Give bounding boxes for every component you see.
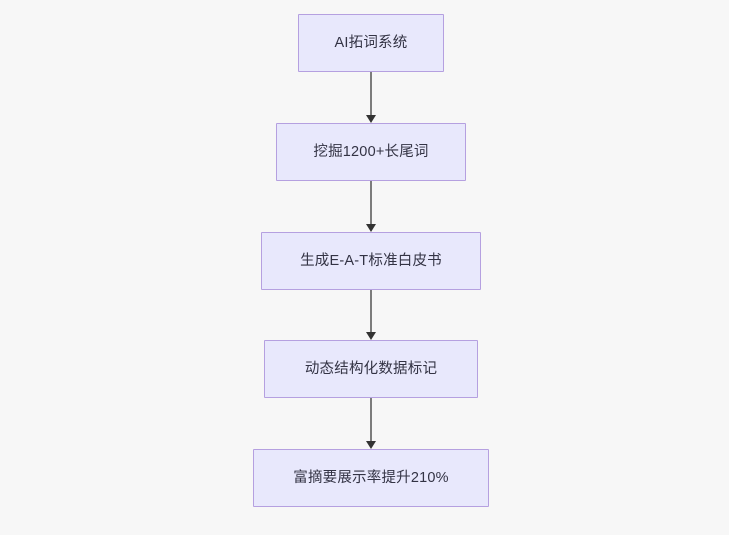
edge-n1-n2 (370, 72, 372, 115)
flow-node-mine-longtail-keywords[interactable]: 挖掘1200+长尾词 (276, 123, 466, 181)
arrowhead-n3-n4 (366, 332, 376, 340)
flow-node-label: 生成E-A-T标准白皮书 (300, 252, 442, 269)
arrowhead-n2-n3 (366, 224, 376, 232)
flow-node-ai-keyword-system[interactable]: AI拓词系统 (298, 14, 444, 72)
flow-node-label: 富摘要展示率提升210% (293, 469, 449, 486)
edge-n4-n5 (370, 398, 372, 441)
flow-node-label: 挖掘1200+长尾词 (313, 143, 429, 160)
arrowhead-n1-n2 (366, 115, 376, 123)
flow-node-label: AI拓词系统 (334, 34, 408, 51)
flow-node-generate-eat-whitepaper[interactable]: 生成E-A-T标准白皮书 (261, 232, 481, 290)
flow-node-rich-snippet-rate-increase[interactable]: 富摘要展示率提升210% (253, 449, 489, 507)
flow-node-dynamic-structured-data-markup[interactable]: 动态结构化数据标记 (264, 340, 478, 398)
flow-node-label: 动态结构化数据标记 (304, 360, 438, 377)
arrowhead-n4-n5 (366, 441, 376, 449)
edge-n2-n3 (370, 181, 372, 224)
edge-n3-n4 (370, 290, 372, 332)
